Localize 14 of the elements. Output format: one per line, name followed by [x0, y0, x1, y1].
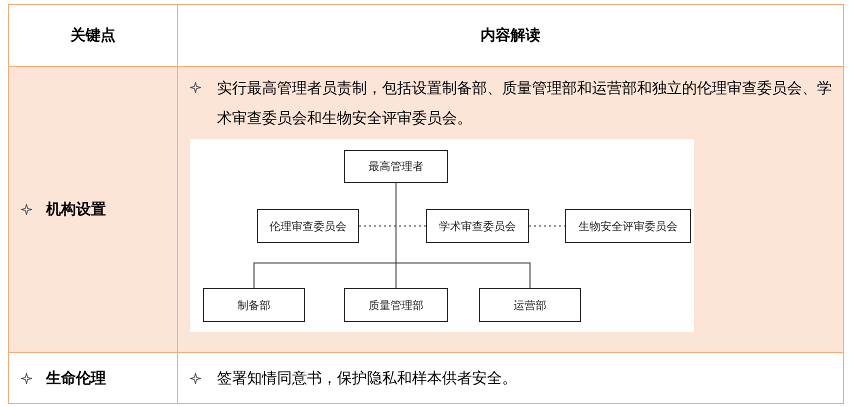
org-box: 运营部	[479, 288, 581, 322]
content-paragraph: 实行最高管理者员责制，包括设置制备部、质量管理部和运营部和独立的伦理审查委员会、学术审查委员会和生物安全评审委员会。	[217, 78, 833, 129]
org-box: 制备部	[203, 288, 305, 322]
column-header: 内容解读	[480, 26, 540, 45]
column-header: 关键点	[70, 26, 116, 45]
content-paragraph: 签署知情同意书，保护隐私和样本供者安全。	[217, 368, 518, 389]
key-point-text: 生命伦理	[46, 368, 106, 388]
org-box: 伦理审查委员会	[257, 209, 359, 243]
org-box: 最高管理者	[344, 150, 448, 183]
key-point-text: 机构设置	[46, 200, 106, 219]
connector-line	[396, 182, 530, 288]
org-box: 生物安全评审委员会	[565, 209, 691, 243]
org-box: 质量管理部	[344, 288, 448, 322]
org-box: 学术审查委员会	[426, 209, 529, 243]
